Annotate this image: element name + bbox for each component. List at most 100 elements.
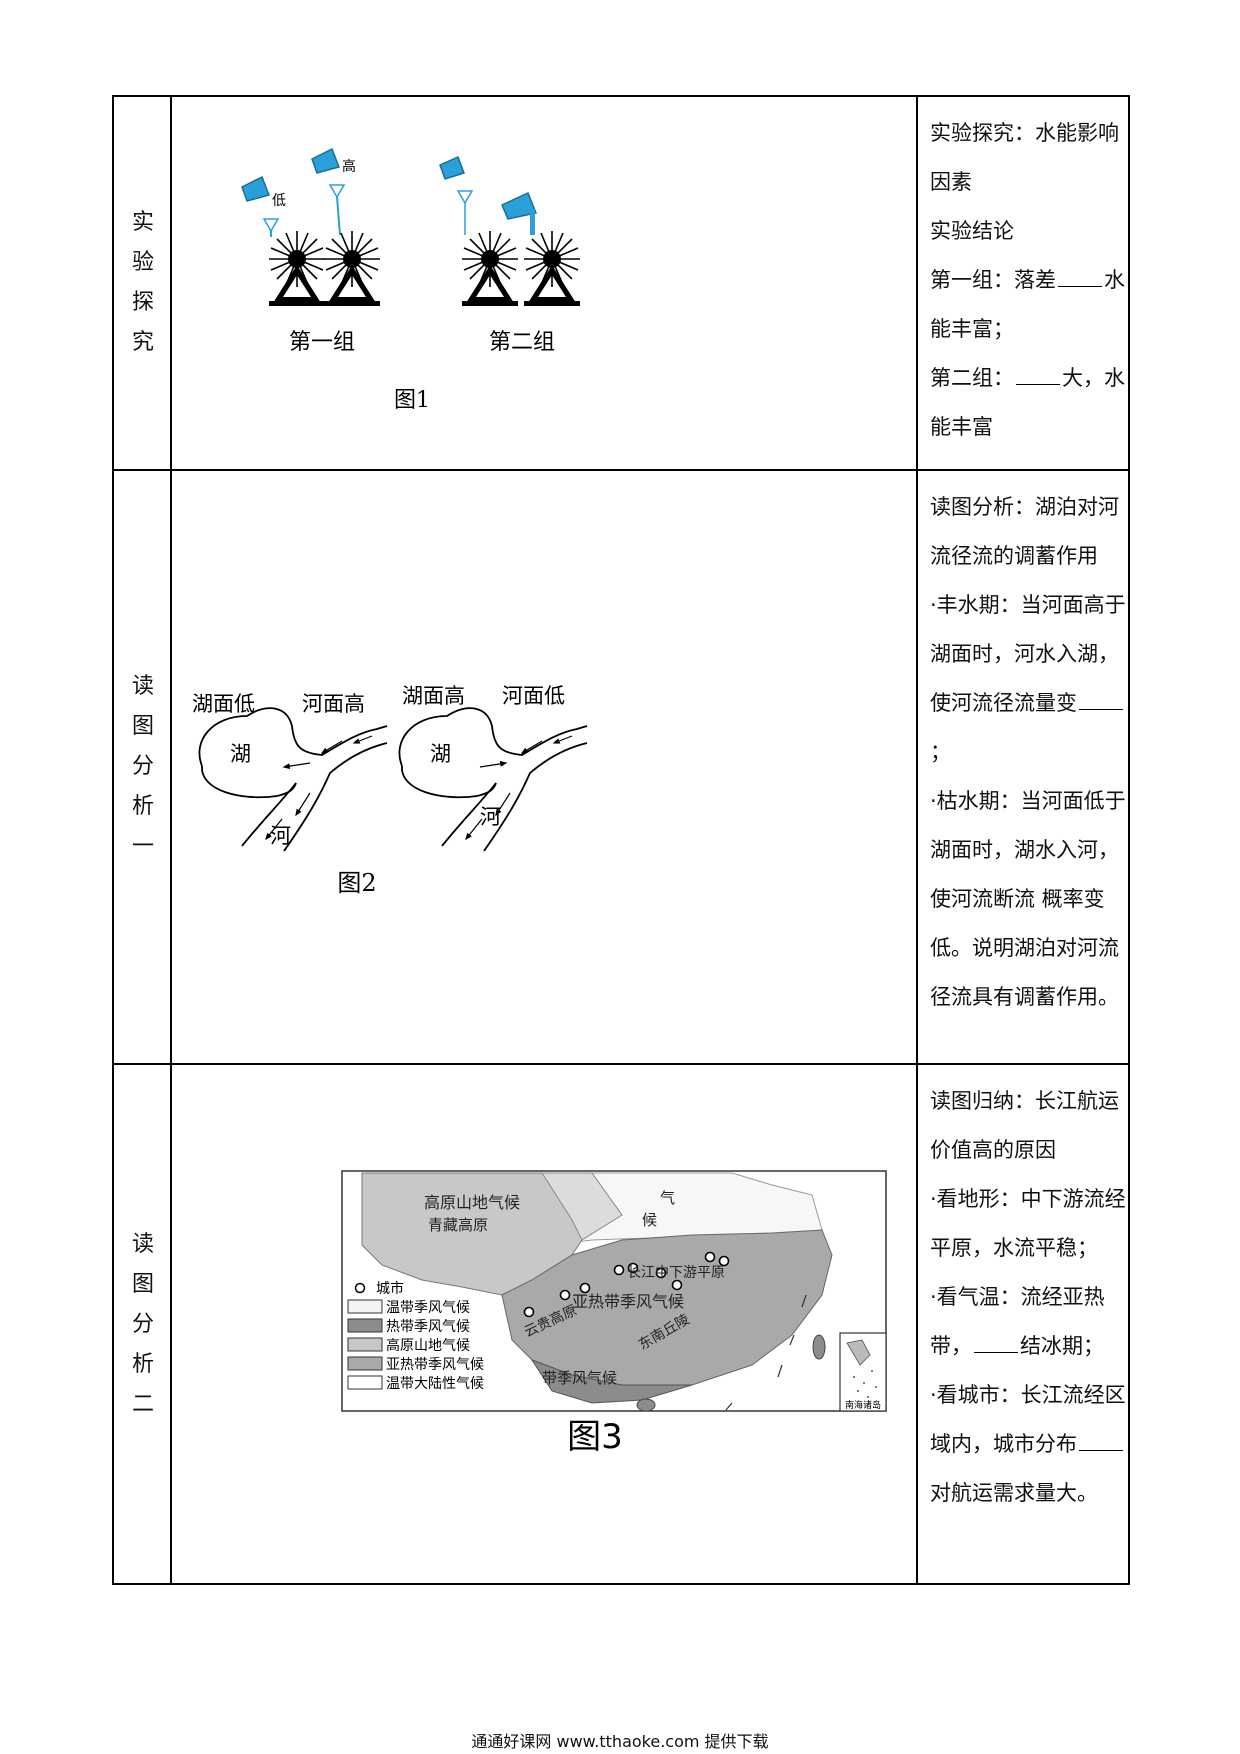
row-divider-1: [114, 469, 1128, 471]
lake-level-label: 湖面低: [192, 692, 255, 716]
note-text: 水能丰富；: [930, 268, 1125, 341]
plateau-fringe-region: [541, 1172, 623, 1241]
note-text: 大，水能丰富: [930, 366, 1125, 439]
column-divider-label: [170, 97, 172, 1583]
legend-swatch: [347, 1318, 383, 1333]
taiwan-island: [812, 1334, 826, 1360]
figure1-waterwheel-experiment: 低 高: [241, 147, 580, 413]
diagram-flood-season: 湖面低 河面高 湖 河: [192, 692, 388, 852]
map-label-north-climate: 气: [660, 1189, 675, 1207]
waterwheel-icon: [524, 231, 580, 306]
group2-label: 第二组: [489, 330, 555, 355]
wheel-large-flow: [501, 191, 580, 306]
row1-label-char: 验: [131, 250, 154, 275]
row2-label: 读 图 分 析 一: [114, 471, 172, 1063]
lake-level-label: 湖面高: [402, 684, 465, 708]
answer-blank[interactable]: [1079, 708, 1123, 710]
answer-blank[interactable]: [1079, 1449, 1123, 1451]
row1-label: 实 验 探 究: [114, 97, 172, 469]
waterwheel-icon: [462, 231, 518, 306]
note-text: 读图分析：湖泊对河流径流的调蓄作用: [930, 495, 1119, 568]
legend-label: 亚热带季风气候: [386, 1357, 484, 1373]
note-text: 第一组：落差: [930, 268, 1056, 292]
map-label-tropical: 带季风气候: [542, 1369, 617, 1387]
note-text: 读图归纳：长江航运价值高的原因: [930, 1089, 1119, 1162]
note-text: 实验结论: [930, 219, 1014, 243]
pouring-cup-icon: [311, 147, 341, 174]
lake-shore-lower: [201, 765, 297, 847]
water-stream: [336, 196, 341, 236]
hainan-island: [636, 1398, 656, 1412]
map-label-north-climate-2: 候: [642, 1211, 657, 1229]
river-level-label: 河面低: [502, 684, 565, 708]
figure2-lake-river: 湖面低 河面高 湖 河 湖面高 河面低 湖 河: [192, 684, 588, 897]
legend-label: 城市: [376, 1280, 404, 1297]
river-bank: [483, 742, 588, 852]
row1-label-char: 究: [131, 330, 154, 355]
row3-label-char: 分: [131, 1312, 154, 1337]
note-text: ·枯水期：当河面低于湖面时，湖水入河，使河流断流 概率变低。说明湖泊对河流径流具…: [930, 789, 1126, 1009]
funnel-icon: [262, 218, 280, 233]
row3-label-char: 析: [131, 1352, 154, 1377]
row3-label-char: 读: [131, 1232, 154, 1257]
lake-shore-upper: [198, 707, 388, 767]
row2-label-char: 读: [131, 674, 154, 699]
legend-swatch: [347, 1299, 383, 1314]
note-text: ·看地形：中下游流经平原，水流平稳；: [930, 1187, 1126, 1260]
row3-label: 读 图 分 析 二: [114, 1065, 172, 1585]
city-markers: [523, 1251, 730, 1318]
river-bank: [283, 742, 388, 852]
legend-label: 热带季风气候: [386, 1319, 470, 1335]
wheel-small-flow: [439, 155, 518, 306]
map-label-subtropical: 亚热带季风气候: [572, 1292, 684, 1311]
figure1-caption: 图1: [394, 388, 430, 413]
answer-blank[interactable]: [1058, 285, 1102, 287]
note-text: 对航运需求量大。: [930, 1481, 1098, 1505]
inset-label: 南海诸岛: [845, 1399, 881, 1411]
note-text: ·丰水期：当河面高于湖面时，河水入湖，使河流径流量变: [930, 593, 1126, 715]
river-label: 河: [270, 824, 291, 848]
figure2-caption: 图2: [337, 869, 376, 897]
pouring-cup-icon: [501, 191, 538, 220]
row2-label-char: 分: [131, 754, 154, 779]
note-text: ；: [930, 740, 951, 764]
wheel-high: 高: [311, 147, 380, 306]
legend-city-icon: [354, 1282, 366, 1294]
legend-swatch: [347, 1356, 383, 1371]
map-legend: 城市 温带季风气候 热带季风气候 高原山地气候 亚热带季风气候 温带大陆性气候: [347, 1280, 484, 1392]
waterwheel-icon: [324, 231, 380, 306]
pouring-cup-icon: [241, 175, 271, 202]
pouring-cup-icon: [439, 155, 465, 180]
row3-notes: 读图归纳：长江航运价值高的原因 ·看地形：中下游流经平原，水流平稳； ·看气温：…: [918, 1065, 1126, 1585]
map-label-yangtze-plain: 长江中下游平原: [627, 1265, 725, 1281]
row2-label-char: 析: [131, 794, 154, 819]
funnel-icon: [328, 184, 346, 199]
note-text: ·看城市：长江流经区域内，城市分布: [930, 1383, 1126, 1456]
diagram-dry-season: 湖面高 河面低 湖 河: [398, 684, 588, 852]
note-text: ·看气温：流经亚热带，: [930, 1285, 1105, 1358]
water-stream: [530, 209, 535, 235]
row1-notes: 实验探究：水能影响因素 实验结论 第一组：落差水能丰富； 第二组：大，水能丰富: [918, 97, 1126, 469]
legend-swatch: [347, 1337, 383, 1352]
tag-low: 低: [272, 193, 286, 209]
note-text: 实验探究：水能影响因素: [930, 121, 1119, 194]
row1-label-char: 探: [131, 290, 154, 315]
map-label-qinghai-tibet: 青藏高原: [428, 1216, 488, 1234]
note-text: 结冰期；: [1020, 1334, 1104, 1358]
answer-blank[interactable]: [1016, 383, 1060, 385]
lake-shore-upper: [398, 707, 588, 767]
waterwheel-icon: [269, 231, 325, 306]
row1-label-char: 实: [131, 210, 154, 235]
row3-label-char: 图: [131, 1272, 154, 1297]
figure3-climate-map: 南海诸岛 高原山地气候 青藏高原 亚热带季风气候 带季风气候 云贵高原 长江中下…: [341, 1170, 887, 1457]
group1-label: 第一组: [289, 330, 355, 355]
tag-high: 高: [342, 158, 356, 175]
river-label: 河: [480, 805, 501, 829]
legend-swatch: [347, 1375, 383, 1390]
answer-blank[interactable]: [974, 1351, 1018, 1353]
map-label-plateau-climate: 高原山地气候: [424, 1193, 520, 1212]
legend-label: 高原山地气候: [386, 1337, 470, 1354]
river-level-label: 河面高: [302, 692, 365, 716]
funnel-icon: [456, 190, 474, 205]
figure3-caption: 图3: [567, 1417, 623, 1457]
